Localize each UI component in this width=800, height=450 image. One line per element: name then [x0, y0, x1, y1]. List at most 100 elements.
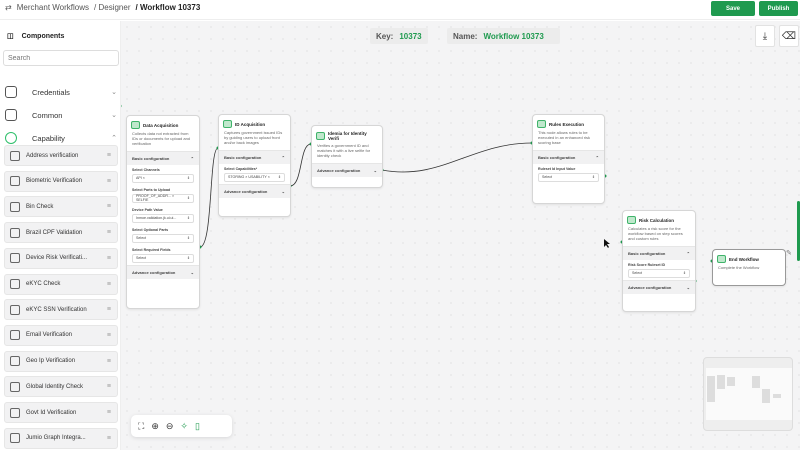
component-item[interactable]: Bin Check≡ — [4, 196, 118, 218]
category-label: Common — [32, 110, 63, 120]
component-item[interactable]: Govt Id Verification ≡ — [4, 402, 118, 423]
category-capability[interactable]: Capability⌃ — [5, 130, 117, 146]
drag-handle-icon[interactable]: ≡ — [106, 409, 111, 416]
drag-handle-icon[interactable]: ≡ — [106, 357, 111, 365]
node-description: Calculates a risk score for the workflow… — [628, 226, 683, 242]
node-section-header[interactable]: Advance configuration⌄ — [623, 279, 695, 294]
chevron-icon[interactable]: ⌃ — [281, 154, 285, 160]
node-header: End Workflow — [713, 250, 785, 265]
field-select[interactable]: Select⇕ — [538, 172, 599, 182]
field-select[interactable]: Select⇕ — [628, 268, 690, 278]
field-label: Select Required Fields — [132, 247, 171, 252]
field-select[interactable]: STORING × USABILITY ×⇕ — [224, 172, 285, 182]
section-label: Basic configuration — [628, 250, 666, 256]
node-section-header[interactable]: Advance configuration⌄ — [312, 162, 382, 177]
auto-layout-icon[interactable]: ✧ — [180, 420, 188, 431]
edit-icon[interactable]: ✎ — [786, 250, 792, 257]
category-label: Credentials — [32, 87, 70, 97]
drag-handle-icon[interactable]: ≡ — [106, 383, 111, 391]
component-label: Global Identity Check — [26, 383, 84, 390]
node-icon — [537, 120, 546, 128]
component-item[interactable]: Jumio Graph Integra...≡ — [4, 427, 118, 449]
drag-handle-icon[interactable]: ≡ — [106, 434, 111, 442]
chevron-icon[interactable]: ⌄ — [190, 269, 194, 275]
chevron-icon[interactable]: ⌄ — [686, 284, 690, 290]
publish-button[interactable]: Publish — [759, 1, 798, 16]
panel-icon[interactable]: ◫ — [7, 33, 14, 40]
chevron-down-icon[interactable]: ⌄ — [111, 89, 117, 96]
field-select[interactable]: PROOF_OF_ADDR... × SELFIE⇕ — [132, 193, 194, 203]
component-label: Govt Id Verification — [26, 409, 77, 416]
download-icon[interactable]: ⤓ — [755, 25, 775, 47]
select-arrows-icon: ⇕ — [591, 175, 595, 180]
drag-handle-icon[interactable]: ≡ — [106, 203, 111, 211]
drag-handle-icon[interactable]: ≡ — [106, 229, 111, 237]
component-item[interactable]: Brazil CPF Validation≡ — [4, 222, 118, 244]
port — [121, 104, 122, 108]
node-section-header[interactable]: Advance configuration⌄ — [219, 183, 290, 198]
search-input[interactable] — [3, 50, 119, 66]
zoom-out-icon[interactable]: ⊖ — [165, 420, 174, 431]
chevron-down-icon[interactable]: ⌄ — [111, 112, 117, 119]
component-item[interactable]: Biometric Verification≡ — [4, 170, 118, 192]
chevron-icon[interactable]: ⌃ — [190, 155, 194, 161]
component-item[interactable]: Global Identity Check ≡ — [4, 376, 118, 398]
breadcrumb-designer[interactable]: / Designer — [94, 3, 131, 12]
chevron-icon[interactable]: ⌄ — [281, 188, 285, 194]
node-header: Data Acquisition — [127, 116, 199, 131]
field-select[interactable]: API ×⇕ — [132, 173, 194, 183]
document-icon[interactable]: ▯ — [194, 420, 200, 431]
component-item[interactable]: Address verification≡ — [4, 145, 118, 166]
chevron-icon[interactable]: ⌃ — [595, 154, 599, 160]
component-item[interactable]: eKYC Check≡ — [4, 273, 118, 295]
node-description: Collects data not extracted from IDs or … — [132, 131, 191, 147]
component-item[interactable]: Device Risk Verificati...≡ — [4, 247, 118, 269]
node-section-header[interactable]: Basic configuration⌃ — [533, 149, 604, 164]
component-item[interactable]: eKYC SSN Verification≡ — [4, 299, 118, 321]
component-icon — [10, 356, 20, 367]
node-icon — [627, 216, 636, 224]
component-item[interactable]: Email Verification≡ — [4, 324, 118, 346]
zoom-in-icon[interactable]: ⊕ — [151, 420, 159, 431]
drag-handle-icon[interactable]: ≡ — [106, 331, 111, 339]
drag-handle-icon[interactable]: ≡ — [106, 280, 111, 288]
field-select[interactable]: Select⇕ — [132, 233, 194, 243]
category-credentials[interactable]: Credentials ⌄ — [5, 84, 117, 100]
chevron-icon[interactable]: ⌃ — [686, 250, 690, 256]
eraser-icon[interactable]: ⌫ — [779, 25, 799, 47]
drag-handle-icon[interactable]: ≡ — [106, 306, 111, 314]
drag-handle-icon[interactable]: ≡ — [106, 254, 111, 262]
drag-handle-icon[interactable]: ≡ — [106, 152, 111, 159]
breadcrumb-merchant-workflows[interactable]: Merchant Workflows — [16, 3, 90, 12]
node-section-header[interactable]: Basic configuration⌃ — [219, 149, 290, 164]
minimap[interactable] — [703, 357, 793, 431]
component-item[interactable]: Geo Ip Verification≡ — [4, 350, 118, 372]
field-select[interactable]: Inmoe.validation.jk.ui.ui...⇕ — [132, 213, 194, 223]
component-icon — [10, 201, 20, 212]
node-section-header[interactable]: Basic configuration⌃ — [127, 150, 199, 165]
drag-handle-icon[interactable]: ≡ — [106, 177, 111, 185]
field-select[interactable]: Select⇕ — [132, 253, 194, 263]
save-button[interactable]: Save — [711, 1, 755, 16]
canvas-toolbar: ⛶ ⊕ ⊖ ✧ ▯ — [131, 415, 232, 437]
node-icon — [223, 120, 232, 128]
workflow-canvas[interactable]: Key:10373 Name:Workflow 10373 ⤓ ⌫ Data A… — [121, 21, 800, 450]
node-section-header[interactable]: Basic configuration ⌃ — [623, 245, 695, 260]
tablet-icon — [5, 109, 17, 121]
chevron-icon[interactable]: ⌄ — [373, 167, 377, 173]
category-common[interactable]: Common ⌄ — [5, 107, 117, 123]
chevron-up-icon[interactable]: ⌃ — [111, 135, 117, 142]
side-drawer-handle[interactable] — [797, 201, 800, 261]
node-section-header[interactable]: Advance configuration⌄ — [127, 264, 199, 279]
fit-view-icon[interactable]: ⛶ — [138, 420, 145, 431]
